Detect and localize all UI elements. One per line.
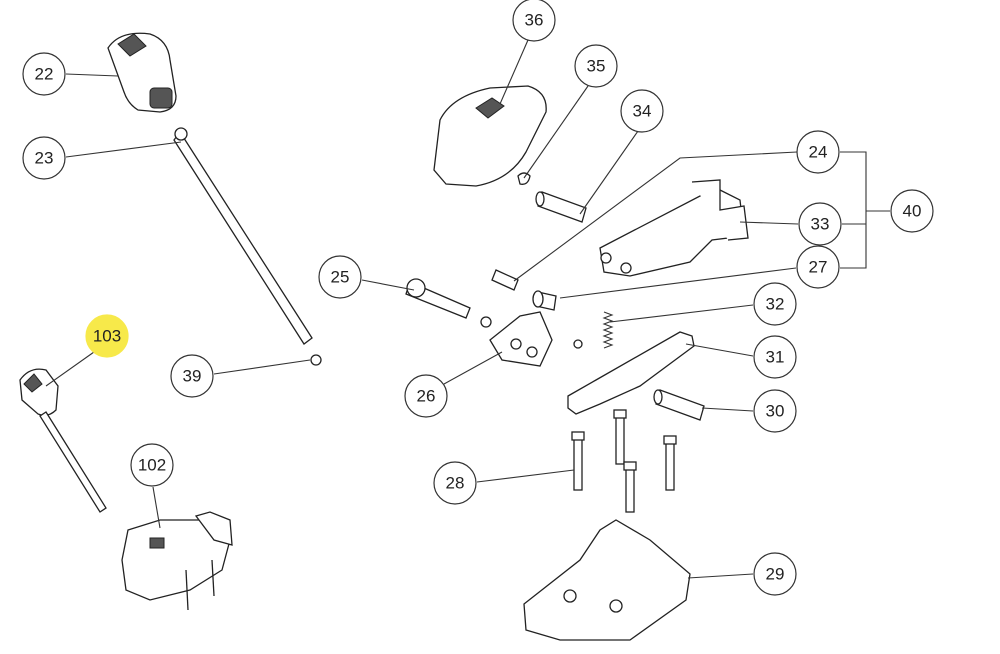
- callout-36: 36: [512, 0, 556, 42]
- callout-label: 27: [809, 258, 828, 277]
- callout-label: 33: [811, 215, 830, 234]
- callout-circle: [318, 255, 362, 299]
- callout-label: 23: [35, 149, 54, 168]
- callout-102: 102: [130, 443, 174, 487]
- callout-circle: [753, 282, 797, 326]
- callout-33: 33: [798, 202, 842, 246]
- part-clip-35: [517, 172, 531, 185]
- callout-30: 30: [753, 389, 797, 433]
- part-clip: [573, 339, 583, 349]
- callout-label: 28: [446, 474, 465, 493]
- callout-circle: [404, 374, 448, 418]
- part-assembly-102: [121, 511, 233, 611]
- part-base-29: [523, 519, 691, 641]
- part-pin-30: [653, 389, 705, 421]
- part-knob-22: [107, 32, 177, 113]
- callout-circle: [22, 52, 66, 96]
- callout-34: 34: [620, 89, 664, 133]
- part-ring-39: [310, 354, 322, 366]
- callout-31: 31: [753, 335, 797, 379]
- callout-label: 25: [331, 268, 350, 287]
- callout-label: 40: [903, 202, 922, 221]
- part-cam-26: [489, 311, 553, 367]
- callout-label: 29: [766, 565, 785, 584]
- callout-label: 22: [35, 65, 54, 84]
- callout-label: 103: [93, 327, 121, 346]
- callout-circle: [753, 389, 797, 433]
- part-rod-23: [173, 127, 313, 345]
- callout-26: 26: [404, 374, 448, 418]
- part-pin-24: [491, 269, 519, 291]
- part-latch-33: [599, 179, 749, 277]
- callout-40: 40: [890, 189, 934, 233]
- callout-label: 31: [766, 348, 785, 367]
- callout-circle: [796, 130, 840, 174]
- callout-circle: [753, 335, 797, 379]
- callout-circle: [798, 202, 842, 246]
- part-spring-32: [602, 311, 614, 349]
- callout-27: 27: [796, 245, 840, 289]
- callout-35: 35: [574, 44, 618, 88]
- callout-label: 35: [587, 57, 606, 76]
- callout-label: 36: [525, 11, 544, 30]
- part-pin-34: [535, 191, 587, 223]
- callout-32: 32: [753, 282, 797, 326]
- callout-23: 23: [22, 136, 66, 180]
- part-lever-103: [19, 368, 107, 513]
- leader-lines: [45, 39, 890, 579]
- part-arm-31: [567, 331, 695, 415]
- callout-103: 103: [85, 314, 129, 358]
- callout-24: 24: [796, 130, 840, 174]
- callout-circle: [22, 136, 66, 180]
- callout-circle: [170, 354, 214, 398]
- callout-circle: [512, 0, 556, 42]
- callout-39: 39: [170, 354, 214, 398]
- callout-28: 28: [433, 461, 477, 505]
- callout-label: 32: [766, 295, 785, 314]
- callout-22: 22: [22, 52, 66, 96]
- callout-label: 34: [633, 102, 652, 121]
- callout-circle: [753, 552, 797, 596]
- callout-circle: [130, 443, 174, 487]
- callout-circle: [433, 461, 477, 505]
- callouts: 22 23 36 35 34 24 40 33 27 25 32 31 103 39 26 30 102 28 29: [22, 0, 934, 596]
- callout-label: 102: [138, 456, 166, 475]
- callout-circle: [620, 89, 664, 133]
- part-shaft-25: [405, 278, 492, 328]
- callout-label: 26: [417, 387, 436, 406]
- callout-circle: [574, 44, 618, 88]
- callout-label: 24: [809, 143, 828, 162]
- callout-label: 30: [766, 402, 785, 421]
- part-cover-36: [433, 85, 547, 187]
- part-bolts-28: [571, 409, 677, 513]
- callout-circle: [796, 245, 840, 289]
- callout-29: 29: [753, 552, 797, 596]
- callout-25: 25: [318, 255, 362, 299]
- callout-circle: [890, 189, 934, 233]
- callout-circle: [85, 314, 129, 358]
- callout-label: 39: [183, 367, 202, 386]
- part-bushing-27: [532, 290, 557, 311]
